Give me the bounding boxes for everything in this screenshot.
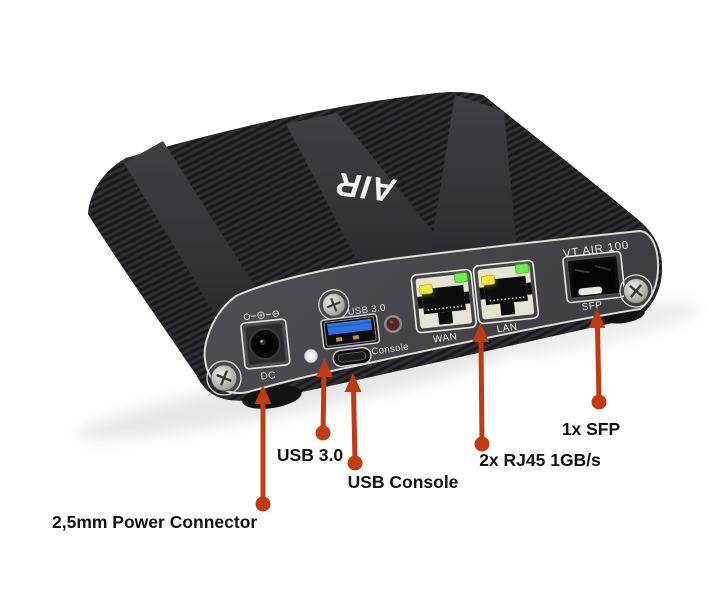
callout-usb-console-line — [351, 389, 358, 463]
sfp-port — [562, 250, 626, 304]
dc-label: DC — [260, 370, 277, 383]
lan-silk-label: LAN — [496, 322, 518, 336]
callout-rj45-label: 2x RJ45 1GB/s — [479, 450, 601, 470]
callouts: 2,5mm Power Connector USB 3.0 USB Consol… — [52, 309, 621, 532]
usb3-silk-label: USB 3.0 — [347, 303, 386, 319]
callout-rj45-line — [478, 340, 485, 444]
callout-usb-console-label: USB Console — [348, 472, 459, 492]
wan-port — [410, 268, 477, 334]
callout-usb3: USB 3.0 — [277, 358, 343, 465]
callout-rj45-arrowhead — [472, 323, 489, 342]
callout-usb3-line — [320, 373, 327, 433]
callout-sfp-line — [595, 326, 602, 402]
wan-silk-label: WAN — [432, 331, 458, 345]
brand-logo: AIR — [334, 165, 399, 209]
callout-rj45: 2x RJ45 1GB/s — [472, 323, 601, 470]
lan-port — [472, 259, 540, 325]
top-band-center — [286, 113, 452, 269]
panel-screw-right — [619, 274, 653, 308]
callout-power-label: 2,5mm Power Connector — [52, 512, 257, 532]
callout-usb-console: USB Console — [344, 373, 459, 492]
callout-usb3-label: USB 3.0 — [277, 445, 343, 465]
device-photo: AIR — [88, 92, 662, 409]
console-port-group — [332, 346, 372, 368]
callout-power-arrowhead — [254, 385, 272, 404]
callout-usb3-arrowhead — [316, 358, 333, 377]
top-band-left — [124, 141, 258, 316]
callout-usb-console-dot — [347, 455, 363, 471]
callout-usb-console-arrowhead — [344, 373, 362, 392]
callout-sfp-arrowhead — [588, 309, 606, 328]
callout-power: 2,5mm Power Connector — [52, 385, 272, 532]
callout-usb3-dot — [315, 425, 331, 441]
console-silk-label: Console — [371, 341, 410, 357]
callout-power-dot — [255, 496, 271, 512]
reset-button — [384, 315, 402, 333]
top-band-right — [429, 95, 517, 259]
callout-rj45-dot — [474, 436, 490, 452]
led-hole — [304, 349, 318, 363]
dc-polarity-icon — [243, 310, 280, 320]
callout-sfp: 1x SFP — [562, 309, 621, 439]
panel-screw-left — [206, 360, 242, 396]
usb3-port-group: USB 3.0 — [318, 289, 386, 350]
callout-sfp-dot — [591, 394, 607, 410]
callout-sfp-label: 1x SFP — [562, 419, 621, 439]
sfp-silk-label: SFP — [581, 300, 603, 313]
dc-power-jack: DC — [240, 310, 291, 383]
sfp-pull-tab — [578, 286, 603, 296]
